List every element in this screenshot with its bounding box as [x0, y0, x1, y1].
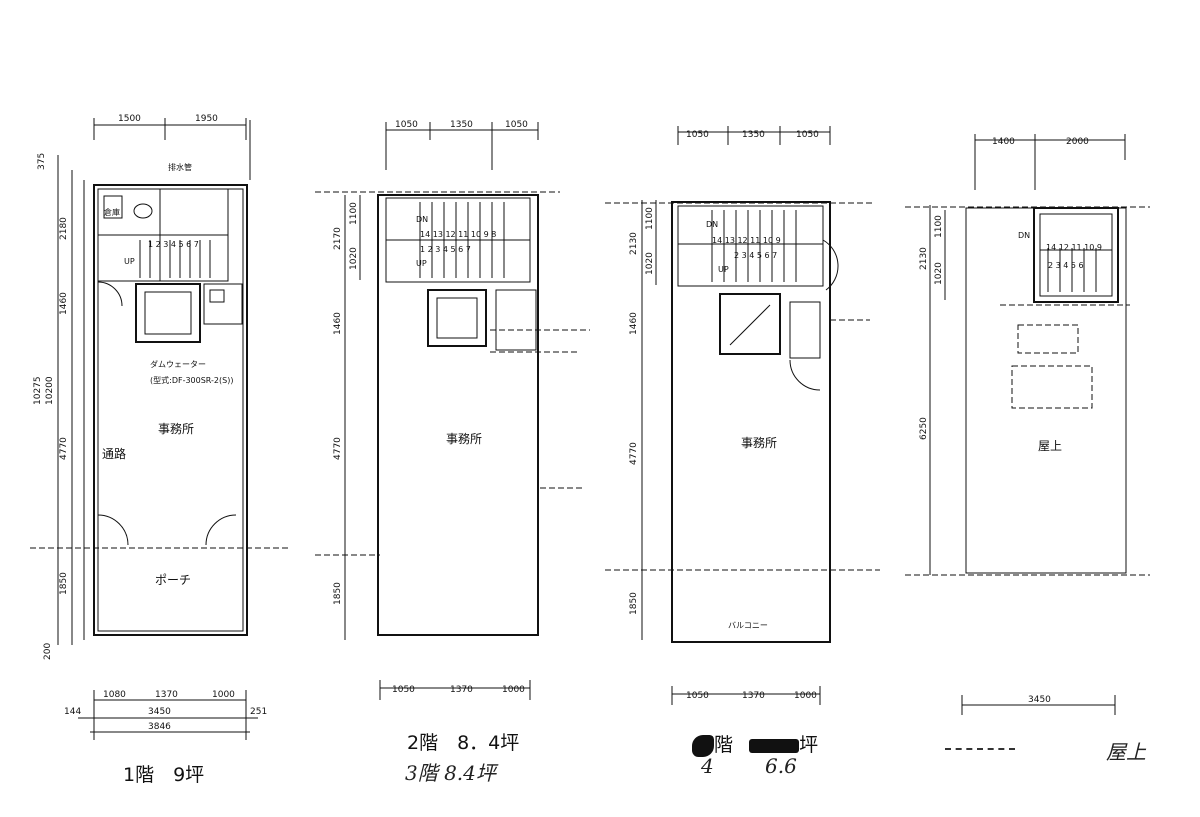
- f1-left-dim-3: 1460: [59, 292, 69, 315]
- floor-1-caption: 1階 9坪: [123, 764, 205, 786]
- f1-room-porch: ポーチ: [155, 573, 191, 587]
- f1-equipment-label: ダムウェーター: [150, 359, 206, 369]
- f1-left-dim-7: 1850: [59, 572, 69, 595]
- svg-text:2 3 4 5 6: 2 3 4 5 6: [1048, 261, 1084, 270]
- f2-top-dim-3: 1050: [505, 120, 528, 130]
- f2-left-dim-3: 1020: [349, 247, 359, 270]
- f2-room-office: 事務所: [446, 432, 482, 446]
- svg-text:14 13 12 11 10 9 8: 14 13 12 11 10 9 8: [420, 230, 496, 239]
- floor-2-caption: 2階 8．4坪: [407, 732, 520, 754]
- f1-left-dim-2: 2180: [59, 217, 69, 240]
- svg-text:14 13 12 11 10 9: 14 13 12 11 10 9: [712, 236, 781, 245]
- f3-bottom-dim-1: 1050: [686, 691, 709, 701]
- f3-left-dim-2: 1100: [645, 207, 655, 230]
- svg-text:倉庫: 倉庫: [104, 207, 120, 217]
- f2-top-dim-2: 1350: [450, 120, 473, 130]
- floor-4-handwritten-number: 4: [701, 754, 714, 778]
- f1-bottom-dim-3: 1000: [212, 690, 235, 700]
- roof-top-dim-2: 2000: [1066, 137, 1089, 147]
- roof-bottom-dim-1: 3450: [1028, 695, 1051, 705]
- f1-bottom-dim-1: 1080: [103, 690, 126, 700]
- f2-left-dim-6: 1850: [333, 582, 343, 605]
- f3-stair-up-label: UP: [718, 265, 729, 274]
- roof-left-dim-2: 1100: [934, 215, 944, 238]
- roof-room-label: 屋上: [1038, 439, 1062, 453]
- f1-left-dim-5: 10200: [45, 376, 55, 405]
- f3-room-balcony: バルコニー: [728, 621, 768, 630]
- floor-1-plan: 1500 1950 1 2 3 4 5 6 7 UP 倉庫 排水管 ダムウェータ…: [30, 114, 290, 740]
- floor-3-caption-floor: 階: [714, 734, 734, 756]
- floor-3-plan: 1050 1350 1050 DN UP 14 13 12 11 10 9 2 …: [605, 126, 880, 705]
- f1-bottom-dim-5: 3846: [148, 722, 171, 732]
- f1-stair-up-label: UP: [124, 257, 135, 266]
- f3-stair-dn-label: DN: [706, 220, 718, 229]
- f2-left-dim-4: 1460: [333, 312, 343, 335]
- f3-bottom-dim-2: 1370: [742, 691, 765, 701]
- svg-text:1 2 3 4 5 6 7: 1 2 3 4 5 6 7: [420, 245, 471, 254]
- roof-left-dim-4: 6250: [919, 417, 929, 440]
- svg-text:14 12 11 10 9: 14 12 11 10 9: [1046, 243, 1102, 252]
- f2-left-dim-1: 2170: [333, 227, 343, 250]
- floor-3-caption-area: 坪: [799, 734, 819, 756]
- redaction-blot: [749, 738, 800, 753]
- f1-left-dim-1: 375: [37, 153, 47, 170]
- f3-left-dim-6: 1850: [629, 592, 639, 615]
- f1-bottom-dim-6: 144: [64, 707, 81, 717]
- redaction-blot: [692, 734, 714, 757]
- f1-bottom-dim-7: 251: [250, 707, 267, 717]
- roof-stair-dn-label: DN: [1018, 231, 1030, 240]
- f2-bottom-dim-3: 1000: [502, 685, 525, 695]
- f2-bottom-dim-2: 1370: [450, 685, 473, 695]
- roof-handwritten-caption: 屋上: [1106, 740, 1146, 764]
- f1-top-dim-2: 1950: [195, 114, 218, 124]
- roof-left-dim-3: 1020: [934, 262, 944, 285]
- svg-text:1 2 3 4 5 6 7: 1 2 3 4 5 6 7: [148, 240, 199, 249]
- floor-3-caption: 階 坪: [692, 730, 818, 757]
- f3-top-dim-2: 1350: [742, 130, 765, 140]
- f2-bottom-dim-1: 1050: [392, 685, 415, 695]
- f3-top-dim-3: 1050: [796, 130, 819, 140]
- f3-left-dim-4: 1460: [629, 312, 639, 335]
- f1-bottom-dim-2: 1370: [155, 690, 178, 700]
- floor-4-handwritten-area: 6.6: [765, 754, 797, 778]
- f1-equipment-note: (型式:DF-300SR-2(S)): [150, 375, 233, 385]
- f1-left-dim-4: 10275: [33, 376, 43, 405]
- floor-2-plan: 1050 1350 1050 DN UP 14 13 12 11 10 9 8 …: [315, 120, 590, 700]
- f2-top-dim-1: 1050: [395, 120, 418, 130]
- f3-bottom-dim-3: 1000: [794, 691, 817, 701]
- svg-text:排水管: 排水管: [168, 162, 192, 172]
- f1-room-passage: 通路: [102, 446, 126, 461]
- f1-left-dim-8: 200: [43, 643, 53, 660]
- f3-top-dim-1: 1050: [686, 130, 709, 140]
- f3-room-office: 事務所: [741, 436, 777, 450]
- roof-top-dim-1: 1400: [992, 137, 1015, 147]
- floor-3-handwritten-caption: 3階 8.4坪: [405, 761, 496, 785]
- f1-top-dim-1: 1500: [118, 114, 141, 124]
- f2-stair-up-label: UP: [416, 259, 427, 268]
- f2-left-dim-5: 4770: [333, 437, 343, 460]
- svg-text:2 3 4 5 6 7: 2 3 4 5 6 7: [734, 251, 777, 260]
- f1-left-dim-6: 4770: [59, 437, 69, 460]
- f3-left-dim-1: 2130: [629, 232, 639, 255]
- roof-left-dim-1: 2130: [919, 247, 929, 270]
- f1-bottom-dim-4: 3450: [148, 707, 171, 717]
- f3-left-dim-5: 4770: [629, 442, 639, 465]
- f3-left-dim-3: 1020: [645, 252, 655, 275]
- f2-left-dim-2: 1100: [349, 202, 359, 225]
- f1-room-office: 事務所: [158, 422, 194, 436]
- roof-caption-line: [945, 748, 1015, 750]
- roof-plan: 1400 2000 DN 14 12 11 10 9 2 3 4 5 6 屋上 …: [905, 134, 1150, 715]
- f2-stair-dn-label: DN: [416, 215, 428, 224]
